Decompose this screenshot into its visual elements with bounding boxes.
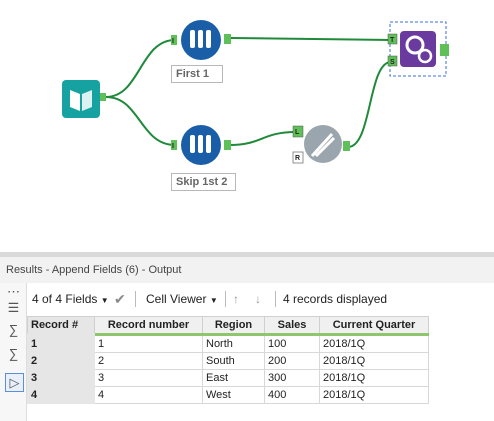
table-cell[interactable]: 400 (264, 386, 320, 404)
connection-first-to-append (229, 37, 392, 41)
anchor-label: T (390, 37, 395, 44)
table-cell[interactable]: 1 (94, 334, 203, 353)
left-rail: ⋯ ☰ ∑ ∑ ▷ (0, 283, 27, 421)
wrench-tool[interactable] (292, 125, 350, 164)
table-cell[interactable]: 3 (27, 369, 95, 387)
anchor-labels: I I L R T S (172, 37, 395, 162)
table-cell[interactable]: 200 (264, 352, 320, 370)
table-cell[interactable]: 2018/1Q (319, 386, 429, 404)
table-row[interactable]: 3 3 East 300 2018/1Q (27, 369, 429, 387)
fields-selector-label: 4 of 4 Fields (32, 292, 98, 306)
chevron-down-icon: ▼ (100, 296, 109, 305)
table-cell[interactable]: 4 (27, 386, 95, 404)
table-cell[interactable]: 2018/1Q (319, 352, 429, 370)
table-cell[interactable]: 2018/1Q (319, 369, 429, 387)
table-row[interactable]: 4 4 West 400 2018/1Q (27, 386, 429, 404)
annotation-first: First 1 (171, 65, 223, 83)
viewer-selector[interactable]: Cell Viewer ▼ (146, 288, 218, 310)
table-cell[interactable]: 2 (27, 352, 95, 370)
results-grid: Record # Record number Region Sales Curr… (27, 316, 429, 404)
sum-icon[interactable]: ∑ (8, 346, 19, 361)
column-header[interactable]: Current Quarter (319, 316, 429, 336)
column-header[interactable]: Sales (264, 316, 320, 336)
more-icon[interactable]: ⋯ (7, 284, 20, 299)
list-icon[interactable]: ☰ (7, 300, 20, 315)
connection-input-to-skip (105, 96, 176, 146)
fields-selector[interactable]: 4 of 4 Fields ▼ (32, 288, 109, 310)
table-cell[interactable]: South (202, 352, 265, 370)
results-title: Results - Append Fields (6) - Output (0, 257, 494, 283)
table-cell[interactable]: 2 (94, 352, 203, 370)
viewer-selector-label: Cell Viewer (146, 292, 207, 306)
connection-wrench-to-append (347, 61, 392, 148)
sample-first-tool[interactable] (171, 20, 231, 60)
column-header[interactable]: Region (202, 316, 265, 336)
header-row: Record # Record number Region Sales Curr… (27, 316, 429, 336)
table-cell[interactable]: North (202, 334, 265, 353)
toolbar-divider (225, 291, 226, 307)
anchor-label: I (172, 38, 174, 45)
column-header[interactable]: Record number (94, 316, 203, 336)
arrow-down-icon[interactable]: ↓ (255, 292, 261, 306)
table-cell[interactable]: 3 (94, 369, 203, 387)
table-cell[interactable]: 2018/1Q (319, 334, 429, 353)
append-fields-tool[interactable] (387, 21, 449, 77)
records-status: 4 records displayed (283, 292, 388, 306)
anchor-label: S (390, 59, 395, 66)
connections (105, 37, 392, 148)
toolbar-divider (135, 291, 136, 307)
arrow-up-icon[interactable]: ↑ (233, 292, 239, 306)
table-row[interactable]: 2 2 South 200 2018/1Q (27, 352, 429, 370)
tag-icon[interactable]: ▷ (5, 373, 24, 392)
table-cell[interactable]: 300 (264, 369, 320, 387)
table-cell[interactable]: 100 (264, 334, 320, 353)
input-data-tool[interactable] (62, 80, 106, 118)
results-toolbar: 4 of 4 Fields ▼ ✔ Cell Viewer ▼ ↑ ↓ 4 re… (27, 288, 494, 310)
check-icon[interactable]: ✔ (114, 291, 126, 307)
anchor-label: I (172, 143, 174, 150)
anchor-label: R (295, 155, 300, 162)
table-cell[interactable]: 1 (27, 334, 95, 353)
table-cell[interactable]: East (202, 369, 265, 387)
sum-icon[interactable]: ∑ (8, 322, 19, 337)
column-header[interactable]: Record # (27, 316, 95, 336)
table-cell[interactable]: 4 (94, 386, 203, 404)
toolbar-divider (275, 291, 276, 307)
sample-skip-tool[interactable] (171, 125, 231, 165)
chevron-down-icon: ▼ (209, 296, 218, 305)
workflow-canvas[interactable]: I I L R T S First 1 Skip 1st 2 (0, 0, 494, 252)
table-cell[interactable]: West (202, 386, 265, 404)
connection-input-to-first (105, 39, 176, 98)
workflow-svg: I I L R T S (62, 20, 449, 165)
connection-skip-to-wrench (229, 131, 297, 146)
anchor-label: L (295, 129, 300, 136)
table-row[interactable]: 1 1 North 100 2018/1Q (27, 334, 429, 353)
annotation-skip: Skip 1st 2 (171, 173, 236, 191)
panel-divider[interactable] (0, 252, 494, 257)
